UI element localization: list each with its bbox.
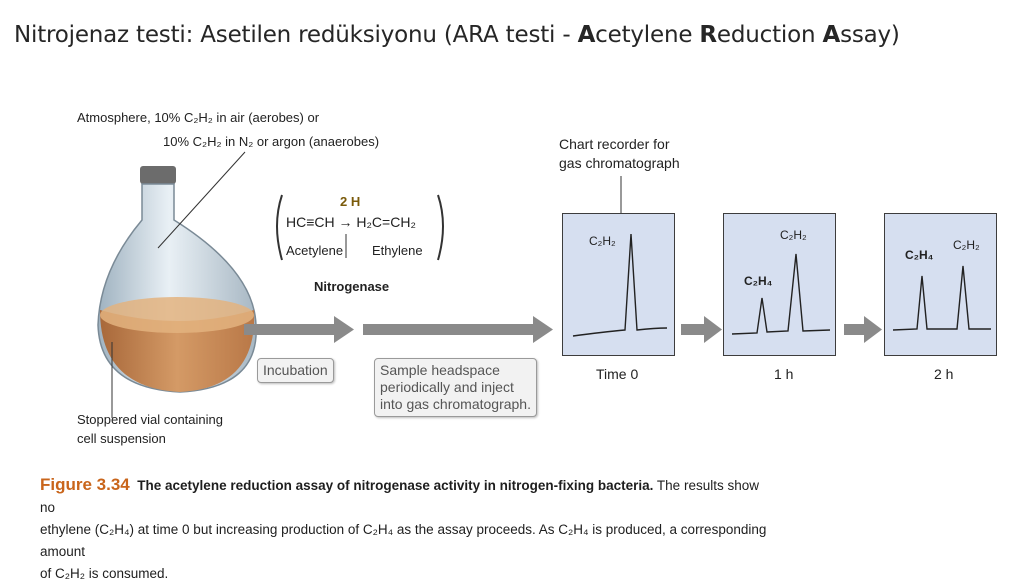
arrow-1h-head: [704, 316, 722, 343]
recorder-label-line1: Chart recorder for: [559, 136, 670, 152]
slide-title: Nitrojenaz testi: Asetilen redüksiyonu (…: [14, 22, 900, 48]
time-label-0: Time 0: [596, 366, 639, 382]
reaction-equation: HC≡CH → H₂C=CH₂: [286, 214, 416, 230]
sample-label-line2: periodically and inject: [380, 379, 514, 395]
arrow-1h-shaft: [681, 324, 706, 335]
sample-label-line3: into gas chromatograph.: [380, 396, 531, 412]
time-label-1h: 1 h: [774, 366, 794, 382]
nitrogenase-label: Nitrogenase: [314, 279, 390, 294]
vial-label-line1: Stoppered vial containing: [77, 412, 223, 427]
figure-number: Figure 3.34: [40, 475, 130, 494]
c2h2-peak-label-time0: C₂H₂: [589, 234, 616, 248]
sample-arrow-head: [533, 316, 553, 343]
c2h4-peak-label-2h: C₂H₄: [905, 248, 934, 262]
arrow-2h-head: [864, 316, 882, 343]
c2h2-peak-label-1h: C₂H₂: [780, 228, 807, 242]
figure-caption: Figure 3.34 The acetylene reduction assa…: [40, 474, 770, 585]
reaction-group: 2 H HC≡CH → H₂C=CH₂ Acetylene Ethylene N…: [270, 190, 450, 300]
atmosphere-label-line2: 10% C₂H₂ in N₂ or argon (anaerobes): [163, 134, 380, 149]
trace-1h: [731, 253, 831, 335]
caption-lead: The acetylene reduction assay of nitroge…: [137, 478, 654, 493]
chromatogram-1h: C₂H₂ C₂H₄: [723, 213, 836, 356]
vial-stopper: [140, 166, 176, 184]
caption-body-line2: ethylene (C₂H₄) at time 0 but increasing…: [40, 522, 767, 559]
trace-time0: [572, 233, 668, 337]
atmosphere-label-line1: Atmosphere, 10% C₂H₂ in air (aerobes) or: [77, 110, 320, 125]
trace-2h: [892, 265, 991, 331]
c2h2-peak-label-2h: C₂H₂: [953, 238, 980, 252]
caption-body-line1: The results show no: [40, 478, 759, 515]
incubation-label: Incubation: [257, 358, 334, 383]
recorder-label-line2: gas chromatograph: [559, 155, 680, 171]
vial-label-line2: cell suspension: [77, 431, 166, 446]
sample-arrow-shaft: [363, 324, 535, 335]
ethylene-label: Ethylene: [372, 243, 423, 258]
reagent-label: 2 H: [340, 194, 361, 209]
vial-illustration: [97, 166, 257, 393]
sample-headspace-box: Sample headspace periodically and inject…: [374, 358, 537, 417]
incubation-arrow-head: [334, 316, 354, 343]
time-label-2h: 2 h: [934, 366, 954, 382]
chromatogram-2h: C₂H₂ C₂H₄: [884, 213, 997, 356]
chromatogram-time0: C₂H₂: [562, 213, 675, 356]
incubation-arrow-shaft: [244, 324, 336, 335]
arrow-2h-shaft: [844, 324, 866, 335]
acetylene-label: Acetylene: [286, 243, 344, 258]
c2h4-peak-label-1h: C₂H₄: [744, 274, 773, 288]
sample-label-line1: Sample headspace: [380, 362, 500, 378]
caption-line1: Figure 3.34 The acetylene reduction assa…: [40, 474, 770, 519]
caption-body-line3: of C₂H₂ is consumed.: [40, 566, 169, 581]
